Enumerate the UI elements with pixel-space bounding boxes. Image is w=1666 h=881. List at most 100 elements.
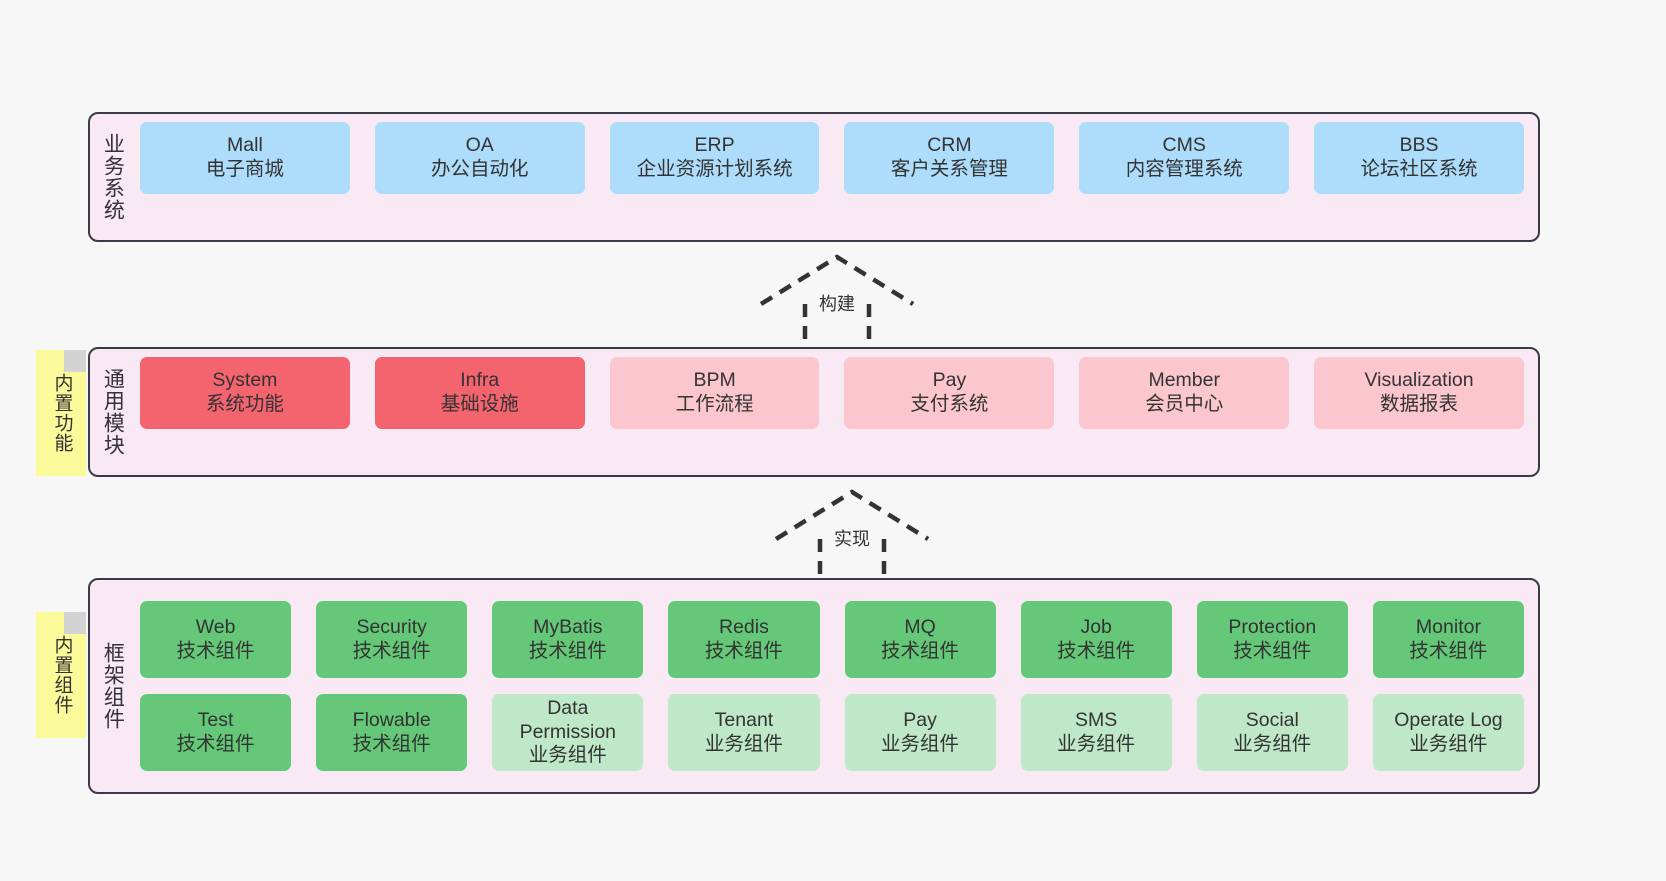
card-subtitle: 技术组件 [1233, 639, 1312, 662]
card-subtitle: 技术组件 [176, 732, 255, 755]
module-card-bpm[interactable]: BPM 工作流程 [609, 357, 820, 429]
card-title: Operate Log [1394, 708, 1503, 731]
layer-body-common-modules: System 系统功能 Infra 基础设施 BPM 工作流程 Pay 支付系统… [134, 349, 1538, 437]
note-label: 内置功能 [51, 373, 73, 453]
card-title: SMS [1075, 708, 1118, 731]
note-builtin-function: 内置功能 [36, 350, 86, 476]
card-title: Protection [1228, 615, 1317, 638]
card-title: Flowable [352, 708, 431, 731]
relation-realize-arrow: 实现 [762, 487, 942, 592]
card-title: Test [197, 708, 234, 731]
note-label: 内置组件 [51, 635, 73, 715]
component-card-operate-log[interactable]: Operate Log 业务组件 [1372, 694, 1524, 771]
card-title: System [212, 369, 278, 392]
note-fold-corner-icon [64, 350, 86, 372]
component-card-mybatis[interactable]: MyBatis 技术组件 [492, 601, 644, 678]
business-card-crm[interactable]: CRM 客户关系管理 [844, 122, 1055, 194]
layer-body-business-systems: Mall 电子商城 OA 办公自动化 ERP 企业资源计划系统 CRM 客户关系… [134, 114, 1538, 202]
card-title: ERP [694, 134, 735, 157]
card-subtitle: 客户关系管理 [890, 158, 1008, 180]
card-subtitle: 业务组件 [881, 732, 960, 755]
card-subtitle: 支付系统 [910, 393, 989, 415]
relation-realize-label: 实现 [834, 529, 870, 549]
business-systems-row: Mall 电子商城 OA 办公自动化 ERP 企业资源计划系统 CRM 客户关系… [140, 122, 1524, 194]
business-card-erp[interactable]: ERP 企业资源计划系统 [609, 122, 820, 194]
note-fold-corner-icon [64, 612, 86, 634]
component-card-flowable[interactable]: Flowable 技术组件 [316, 694, 468, 771]
card-subtitle: 工作流程 [675, 393, 754, 415]
component-card-job[interactable]: Job 技术组件 [1020, 601, 1172, 678]
component-card-protection[interactable]: Protection 技术组件 [1196, 601, 1348, 678]
card-title: Visualization [1364, 369, 1474, 392]
module-card-member[interactable]: Member 会员中心 [1079, 357, 1290, 429]
component-card-tenant[interactable]: Tenant 业务组件 [668, 694, 820, 771]
card-subtitle: 技术组件 [528, 639, 607, 662]
card-subtitle: 技术组件 [352, 732, 431, 755]
card-title: Pay [932, 369, 967, 392]
card-subtitle: 技术组件 [176, 639, 255, 662]
card-subtitle: 业务组件 [1233, 732, 1312, 755]
component-card-test[interactable]: Test 技术组件 [140, 694, 292, 771]
card-title: BPM [693, 369, 736, 392]
card-title: MyBatis [533, 615, 603, 638]
component-card-redis[interactable]: Redis 技术组件 [668, 601, 820, 678]
component-card-pay[interactable]: Pay 业务组件 [844, 694, 996, 771]
card-title: Mall [227, 134, 263, 157]
component-card-web[interactable]: Web 技术组件 [140, 601, 292, 678]
card-title: Social [1245, 708, 1299, 731]
layer-business-systems: 业务系统 Mall 电子商城 OA 办公自动化 ERP 企业资源计划系统 CRM… [88, 112, 1540, 242]
card-subtitle: 业务组件 [528, 744, 607, 767]
component-card-social[interactable]: Social 业务组件 [1196, 694, 1348, 771]
business-card-mall[interactable]: Mall 电子商城 [140, 122, 350, 194]
note-builtin-component: 内置组件 [36, 612, 86, 738]
card-subtitle: 技术组件 [1057, 639, 1136, 662]
relation-build-label: 构建 [819, 294, 855, 314]
layer-framework-components: 框架组件 Web 技术组件 Security 技术组件 MyBatis 技术组件… [88, 578, 1540, 794]
card-title: Web [195, 615, 236, 638]
card-title: CMS [1162, 134, 1206, 157]
framework-business-components-row: Test 技术组件 Flowable 技术组件 Data Permission … [140, 694, 1524, 771]
layer-title-business-systems: 业务系统 [101, 133, 125, 221]
business-card-bbs[interactable]: BBS 论坛社区系统 [1314, 122, 1524, 194]
card-title: Data Permission [519, 696, 617, 743]
card-subtitle: 基础设施 [440, 393, 519, 415]
card-title: Security [356, 615, 427, 638]
component-card-sms[interactable]: SMS 业务组件 [1020, 694, 1172, 771]
card-title: Job [1080, 615, 1112, 638]
card-title: OA [465, 134, 494, 157]
card-title: Tenant [714, 708, 774, 731]
business-card-cms[interactable]: CMS 内容管理系统 [1079, 122, 1290, 194]
card-title: Member [1148, 369, 1220, 392]
card-title: Infra [460, 369, 500, 392]
common-modules-row: System 系统功能 Infra 基础设施 BPM 工作流程 Pay 支付系统… [140, 357, 1524, 429]
module-card-visualization[interactable]: Visualization 数据报表 [1314, 357, 1524, 429]
module-card-pay[interactable]: Pay 支付系统 [844, 357, 1055, 429]
card-subtitle: 业务组件 [704, 732, 783, 755]
card-subtitle: 技术组件 [881, 639, 960, 662]
card-title: Pay [903, 708, 937, 731]
framework-tech-components-row: Web 技术组件 Security 技术组件 MyBatis 技术组件 Redi… [140, 601, 1524, 678]
module-card-system[interactable]: System 系统功能 [140, 357, 350, 429]
card-subtitle: 内容管理系统 [1125, 158, 1243, 180]
card-title: CRM [927, 134, 972, 157]
component-card-security[interactable]: Security 技术组件 [316, 601, 468, 678]
card-subtitle: 技术组件 [352, 639, 431, 662]
card-subtitle: 办公自动化 [430, 158, 529, 180]
card-subtitle: 论坛社区系统 [1360, 158, 1478, 180]
card-subtitle: 企业资源计划系统 [636, 158, 793, 180]
card-subtitle: 业务组件 [1057, 732, 1136, 755]
card-subtitle: 技术组件 [704, 639, 783, 662]
component-card-mq[interactable]: MQ 技术组件 [844, 601, 996, 678]
component-card-data-permission[interactable]: Data Permission 业务组件 [492, 694, 644, 771]
business-card-oa[interactable]: OA 办公自动化 [374, 122, 585, 194]
module-card-infra[interactable]: Infra 基础设施 [374, 357, 585, 429]
card-subtitle: 会员中心 [1145, 393, 1224, 415]
layer-title-framework-components: 框架组件 [101, 642, 125, 730]
relation-build-arrow: 构建 [747, 252, 927, 357]
card-title: Redis [719, 615, 769, 638]
card-title: MQ [904, 615, 936, 638]
card-subtitle: 系统功能 [205, 393, 284, 415]
card-subtitle: 业务组件 [1409, 732, 1488, 755]
component-card-monitor[interactable]: Monitor 技术组件 [1372, 601, 1524, 678]
